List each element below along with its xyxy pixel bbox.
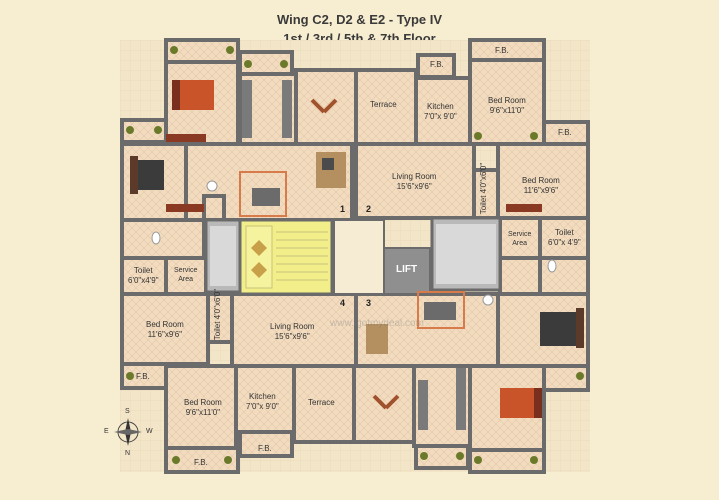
furniture — [126, 46, 584, 464]
flat-number: 3 — [366, 298, 372, 308]
compass-south: S — [125, 408, 130, 415]
fb-label: F.B. — [430, 60, 444, 69]
fb-label: F.B. — [136, 372, 150, 381]
toilet-label: Toilet 4'0"x6'0" — [213, 288, 223, 341]
plan-title: Wing C2, D2 & E2 - Type IV — [276, 12, 443, 27]
compass-north: N — [125, 450, 131, 457]
lift-label: LIFT — [396, 264, 418, 275]
compass-rose — [114, 418, 142, 446]
compass-west: W — [146, 428, 153, 435]
compass-east: E — [104, 428, 109, 435]
fb-label: F.B. — [495, 46, 509, 55]
terrace-label: Terrace — [370, 100, 397, 109]
toilet-label: Toilet 4'0"x6'0" — [479, 162, 489, 215]
fb-label: F.B. — [258, 444, 272, 453]
staircase — [238, 218, 385, 296]
lift-core — [204, 216, 502, 295]
terrace-label: Terrace — [308, 398, 335, 407]
flat-number: 1 — [340, 204, 346, 214]
fb-label: F.B. — [194, 458, 208, 467]
watermark-text: www.igotmydeal.com — [330, 318, 424, 329]
flat-number: 2 — [366, 204, 372, 214]
flat-number: 4 — [340, 298, 346, 308]
fb-label: F.B. — [558, 128, 572, 137]
